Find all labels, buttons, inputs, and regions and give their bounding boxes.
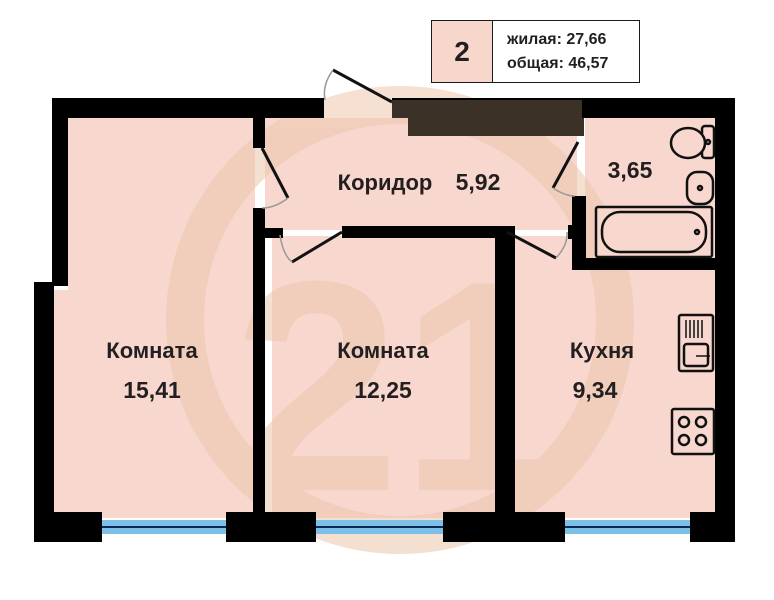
stove-icon [670, 407, 716, 456]
entry-wall [392, 100, 584, 136]
sink-icon [685, 170, 715, 206]
room-1-area: 15,41 [123, 377, 181, 403]
bathroom-area: 3,65 [608, 157, 653, 183]
doors [260, 68, 580, 264]
corridor-name: Коридор [338, 170, 433, 195]
windows [100, 520, 693, 534]
kitchen-name: Кухня [570, 338, 634, 363]
walls [34, 98, 735, 542]
room-2-name: Комната [337, 338, 429, 363]
kitchen-sink-icon [677, 313, 715, 373]
room-1-name: Комната [106, 338, 198, 363]
living-area: жилая: 27,66 [507, 30, 607, 48]
total-area: общая: 46,57 [507, 54, 609, 72]
kitchen-area: 9,34 [573, 377, 618, 403]
room-labels: Комната 15,41 Комната 12,25 Кухня 9,34 К… [106, 157, 652, 403]
rooms-count: 2 [432, 21, 493, 82]
room-2-area: 12,25 [354, 377, 412, 403]
corridor-area: 5,92 [456, 169, 501, 195]
area-summary: жилая: 27,66 общая: 46,57 [493, 21, 639, 82]
toilet-icon [669, 124, 716, 160]
bathtub-icon [594, 205, 714, 259]
apartment-legend: 2 жилая: 27,66 общая: 46,57 [431, 20, 640, 83]
